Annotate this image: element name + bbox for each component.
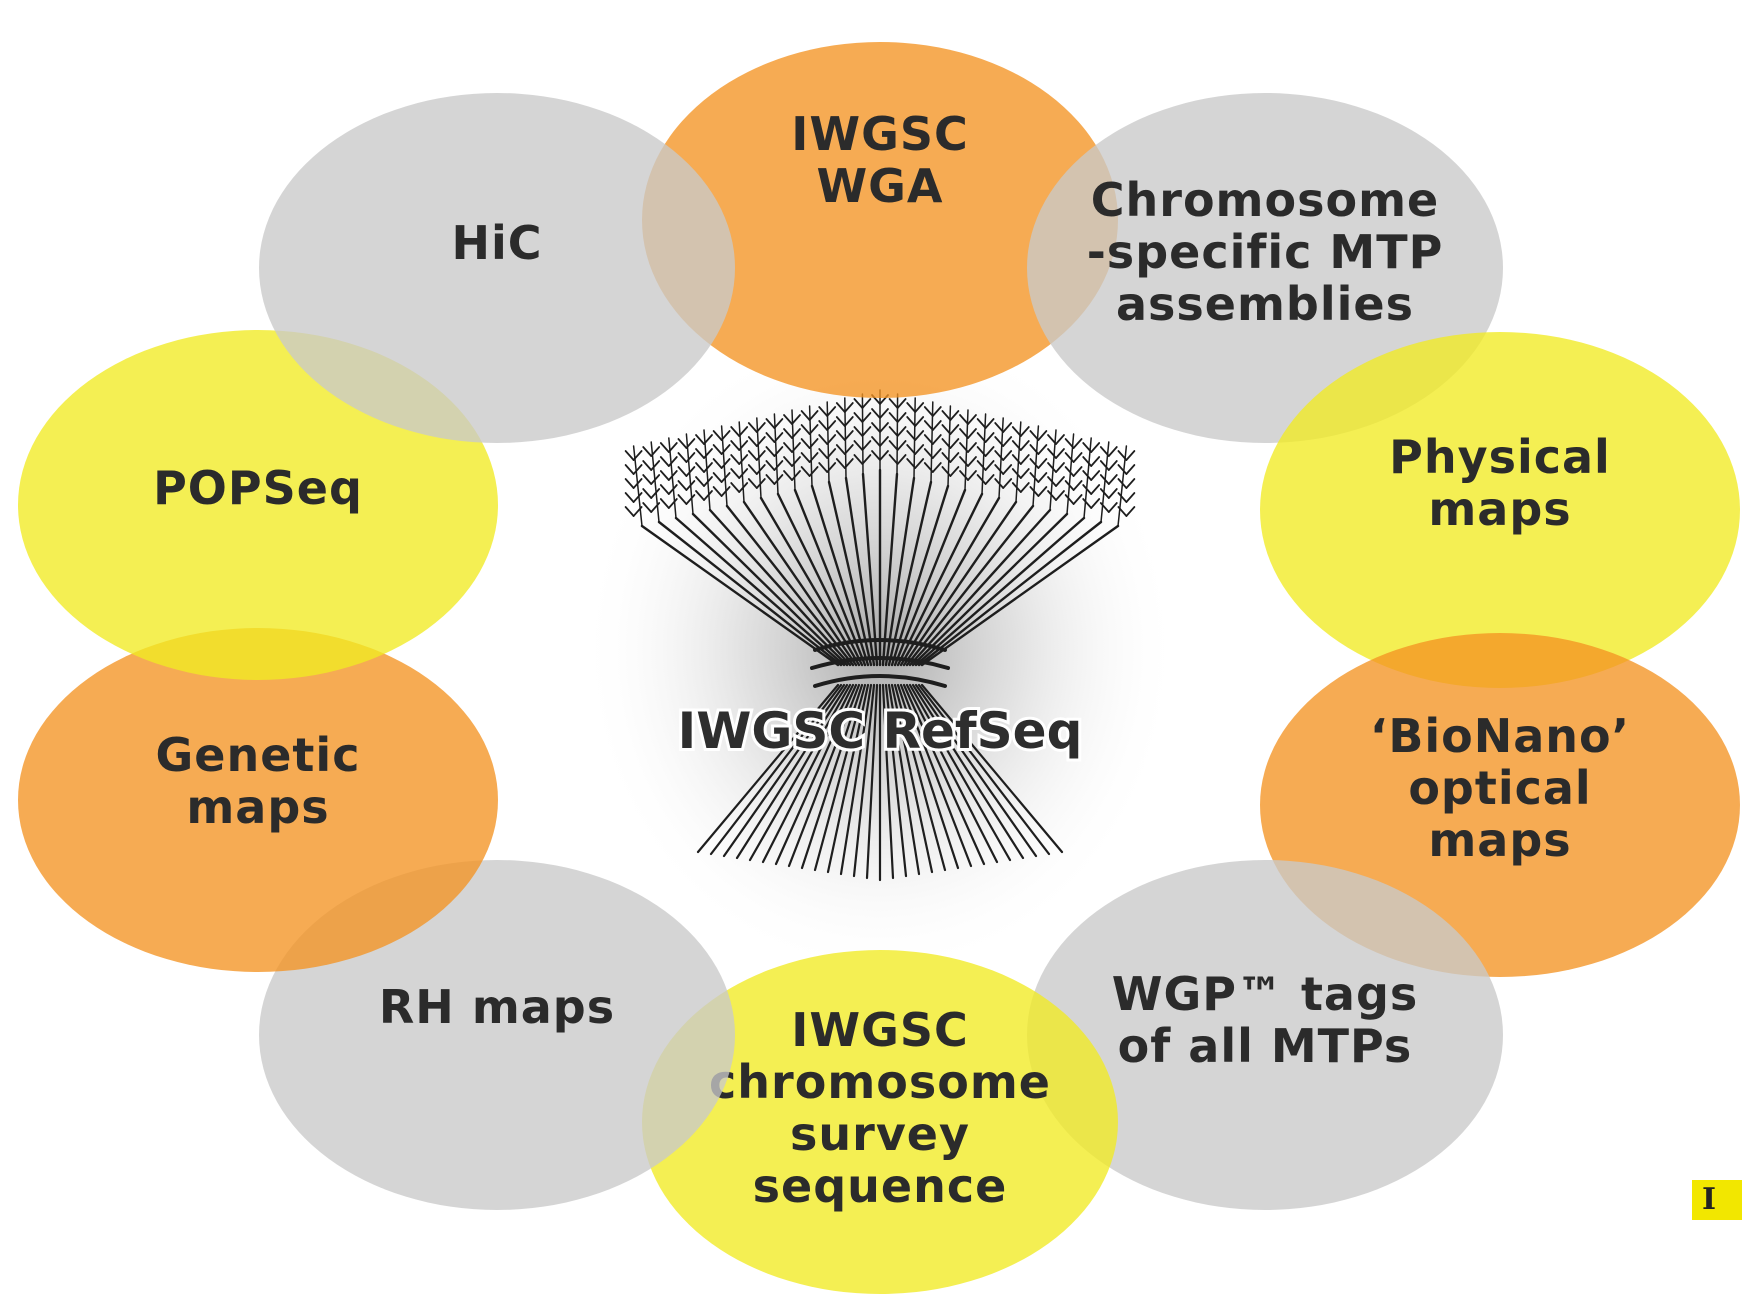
corner-logo-box <box>1692 1180 1742 1220</box>
corner-logo-letter: I <box>1702 1182 1717 1217</box>
node-label-line: IWGSC <box>791 107 969 161</box>
node-label-line: WGA <box>816 159 943 213</box>
node-label-line: ‘BioNano’ <box>1370 709 1630 763</box>
node-label-line: Genetic <box>156 728 361 782</box>
node-label-line: assemblies <box>1116 277 1414 331</box>
node-label-line: maps <box>186 780 329 834</box>
wheat-sheaf-icon <box>624 389 1136 882</box>
node-bubble-physical-maps <box>1260 332 1740 688</box>
node-label-line: Chromosome <box>1091 173 1439 227</box>
node-bubble-hic <box>259 93 735 443</box>
node-label-line: -specific MTP <box>1087 225 1444 279</box>
node-label-rh-maps: RH maps <box>379 980 615 1034</box>
node-label-line: POPSeq <box>153 461 363 515</box>
node-hic: HiC <box>259 93 735 443</box>
node-bubble-iwgsc-chromosome-survey <box>642 950 1118 1294</box>
node-label-line: sequence <box>753 1159 1008 1213</box>
node-label-line: survey <box>790 1107 970 1161</box>
node-label-line: Physical <box>1389 430 1611 484</box>
node-label-line: maps <box>1428 482 1571 536</box>
node-label-line: RH maps <box>379 980 615 1034</box>
node-label-line: HiC <box>451 216 542 270</box>
node-bubble-iwgsc-wga <box>642 42 1118 398</box>
corner-logo: I <box>1692 1180 1742 1296</box>
node-label-hic: HiC <box>451 216 542 270</box>
node-label-line: maps <box>1428 813 1571 867</box>
center-label: IWGSC RefSeq <box>678 702 1083 760</box>
node-label-line: of all MTPs <box>1118 1019 1413 1073</box>
node-label-line: optical <box>1408 761 1591 815</box>
node-bubble-genetic-maps <box>18 628 498 972</box>
node-label-line: IWGSC <box>791 1003 969 1057</box>
node-bubble-wgp-tags <box>1027 860 1503 1210</box>
node-label-line: WGP™ tags <box>1112 967 1419 1021</box>
node-label-line: chromosome <box>709 1055 1051 1109</box>
node-label-popseq: POPSeq <box>153 461 363 515</box>
